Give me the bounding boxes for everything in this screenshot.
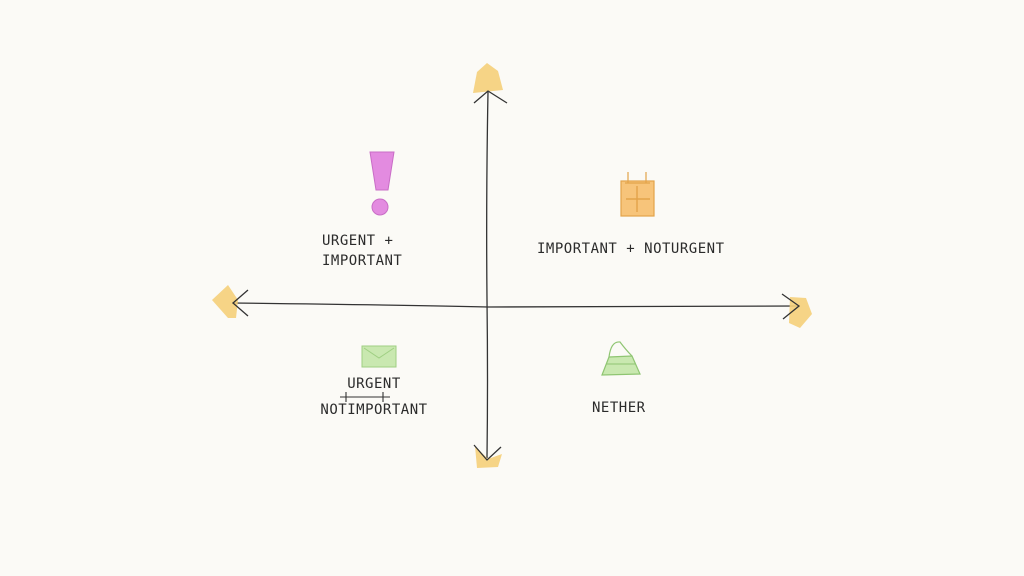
quadrant-label-line: NOTIMPORTANT [320,402,428,418]
quadrant-label-line: URGENT + [322,233,394,249]
envelope-icon [361,345,397,368]
quadrant-label-line: IMPORTANT [322,253,403,269]
quadrant-label-urgent-not-important: URGENT NOTIMPORTANT [306,374,442,420]
quadrant-label-urgent-important: URGENT + IMPORTANT [322,231,402,271]
arrow-left-icon [212,285,249,318]
arrow-up-icon [473,63,508,104]
arrow-down-icon [473,444,502,468]
quadrant-label-line: NETHER [592,400,646,416]
quadrant-label-important-not-urgent: IMPORTANT + NOTURGENT [537,239,725,259]
quadrant-label-neither: NETHER [592,398,646,418]
quadrant-label-line: URGENT [347,376,401,392]
strikethrough-mark [340,392,390,402]
exclamation-icon [369,151,395,216]
vertical-axis [486,91,489,459]
quadrant-label-line: IMPORTANT + NOTURGENT [537,241,725,257]
calendar-icon [620,172,655,217]
horizontal-axis [231,302,799,308]
arrow-right-icon [781,293,812,328]
bag-icon [601,341,641,376]
